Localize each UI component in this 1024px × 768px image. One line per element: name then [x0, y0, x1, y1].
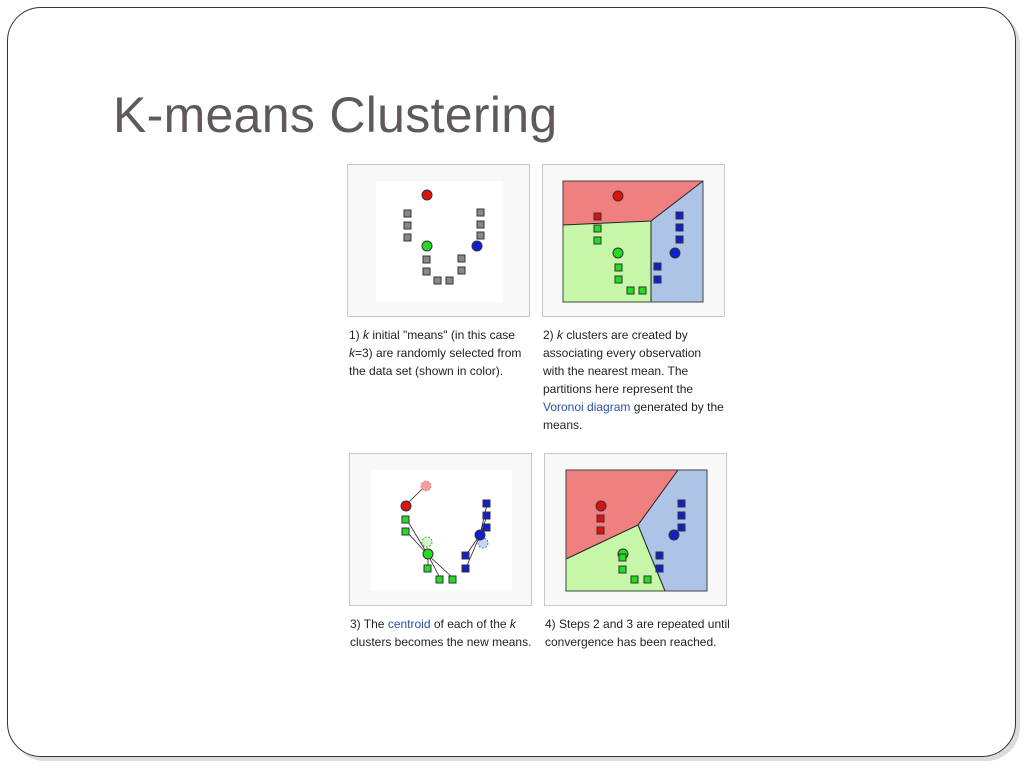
data-point: [445, 276, 454, 285]
data-point: [435, 575, 444, 584]
data-point: [596, 514, 605, 523]
data-point: [476, 208, 485, 217]
mean-red: [612, 190, 624, 202]
voronoi-region-green: [563, 221, 651, 302]
data-point: [675, 223, 684, 232]
data-point: [482, 523, 491, 532]
data-point: [593, 236, 602, 245]
data-point: [677, 523, 686, 532]
new-mean-red: [400, 500, 412, 512]
data-point: [675, 235, 684, 244]
final-mean-blue: [668, 529, 680, 541]
panel-3-canvas: [371, 470, 512, 591]
data-point: [653, 275, 662, 284]
data-point: [457, 266, 466, 275]
data-point: [593, 224, 602, 233]
data-point: [618, 565, 627, 574]
initial-mean-red: [421, 189, 433, 201]
panel-1-diagram: [376, 181, 503, 302]
data-point: [448, 575, 457, 584]
data-point: [457, 254, 466, 263]
data-point: [482, 499, 491, 508]
old-mean-green: [421, 536, 433, 548]
data-point: [403, 233, 412, 242]
data-point: [614, 263, 623, 272]
final-mean-red: [595, 500, 607, 512]
data-point: [476, 220, 485, 229]
slide-frame: [7, 7, 1016, 757]
data-point: [401, 527, 410, 536]
old-mean-red: [420, 480, 432, 492]
data-point: [403, 221, 412, 230]
panel-2-diagram: [562, 180, 704, 303]
initial-mean-green: [421, 240, 433, 252]
panel-3-image: [349, 453, 532, 606]
data-point: [476, 231, 485, 240]
panel-4-image: [544, 453, 727, 606]
data-point: [643, 575, 652, 584]
data-point: [630, 575, 639, 584]
initial-mean-blue: [471, 240, 483, 252]
data-point: [422, 267, 431, 276]
data-point: [596, 526, 605, 535]
mean-blue: [669, 247, 681, 259]
data-point: [618, 553, 627, 562]
panel-4-caption: 4) Steps 2 and 3 are repeated until conv…: [545, 617, 730, 649]
data-point: [461, 551, 470, 560]
data-point: [422, 255, 431, 264]
mean-green: [612, 247, 624, 259]
data-point: [626, 286, 635, 295]
data-point: [423, 564, 432, 573]
panel-3-caption: 3) The centroid of each of the k cluster…: [350, 617, 532, 649]
voronoi-region-green: [566, 525, 665, 591]
data-point: [482, 511, 491, 520]
data-point: [433, 276, 442, 285]
panel-1-caption: 1) k initial "means" (in this case k=3) …: [349, 328, 522, 378]
data-point: [677, 499, 686, 508]
data-point: [403, 209, 412, 218]
panel-2-caption: 2) k clusters are created by associating…: [543, 328, 724, 432]
panel-2-image: [542, 164, 725, 317]
new-mean-green: [422, 548, 434, 560]
data-point: [655, 551, 664, 560]
data-point: [677, 511, 686, 520]
data-point: [593, 212, 602, 221]
panel-4-diagram: [565, 469, 708, 592]
panel-3-diagram: [371, 470, 512, 591]
data-point: [638, 286, 647, 295]
data-point: [614, 275, 623, 284]
data-point: [461, 564, 470, 573]
centroid-link[interactable]: centroid: [387, 617, 431, 631]
slide-title: K-means Clustering: [113, 87, 558, 143]
data-point: [655, 564, 664, 573]
panel-1-image: [347, 164, 530, 317]
voronoi-diagram-link[interactable]: Voronoi diagram: [543, 400, 631, 414]
data-point: [653, 262, 662, 271]
data-point: [675, 211, 684, 220]
data-point: [401, 515, 410, 524]
new-mean-blue: [474, 529, 486, 541]
voronoi-region-red: [566, 470, 678, 559]
